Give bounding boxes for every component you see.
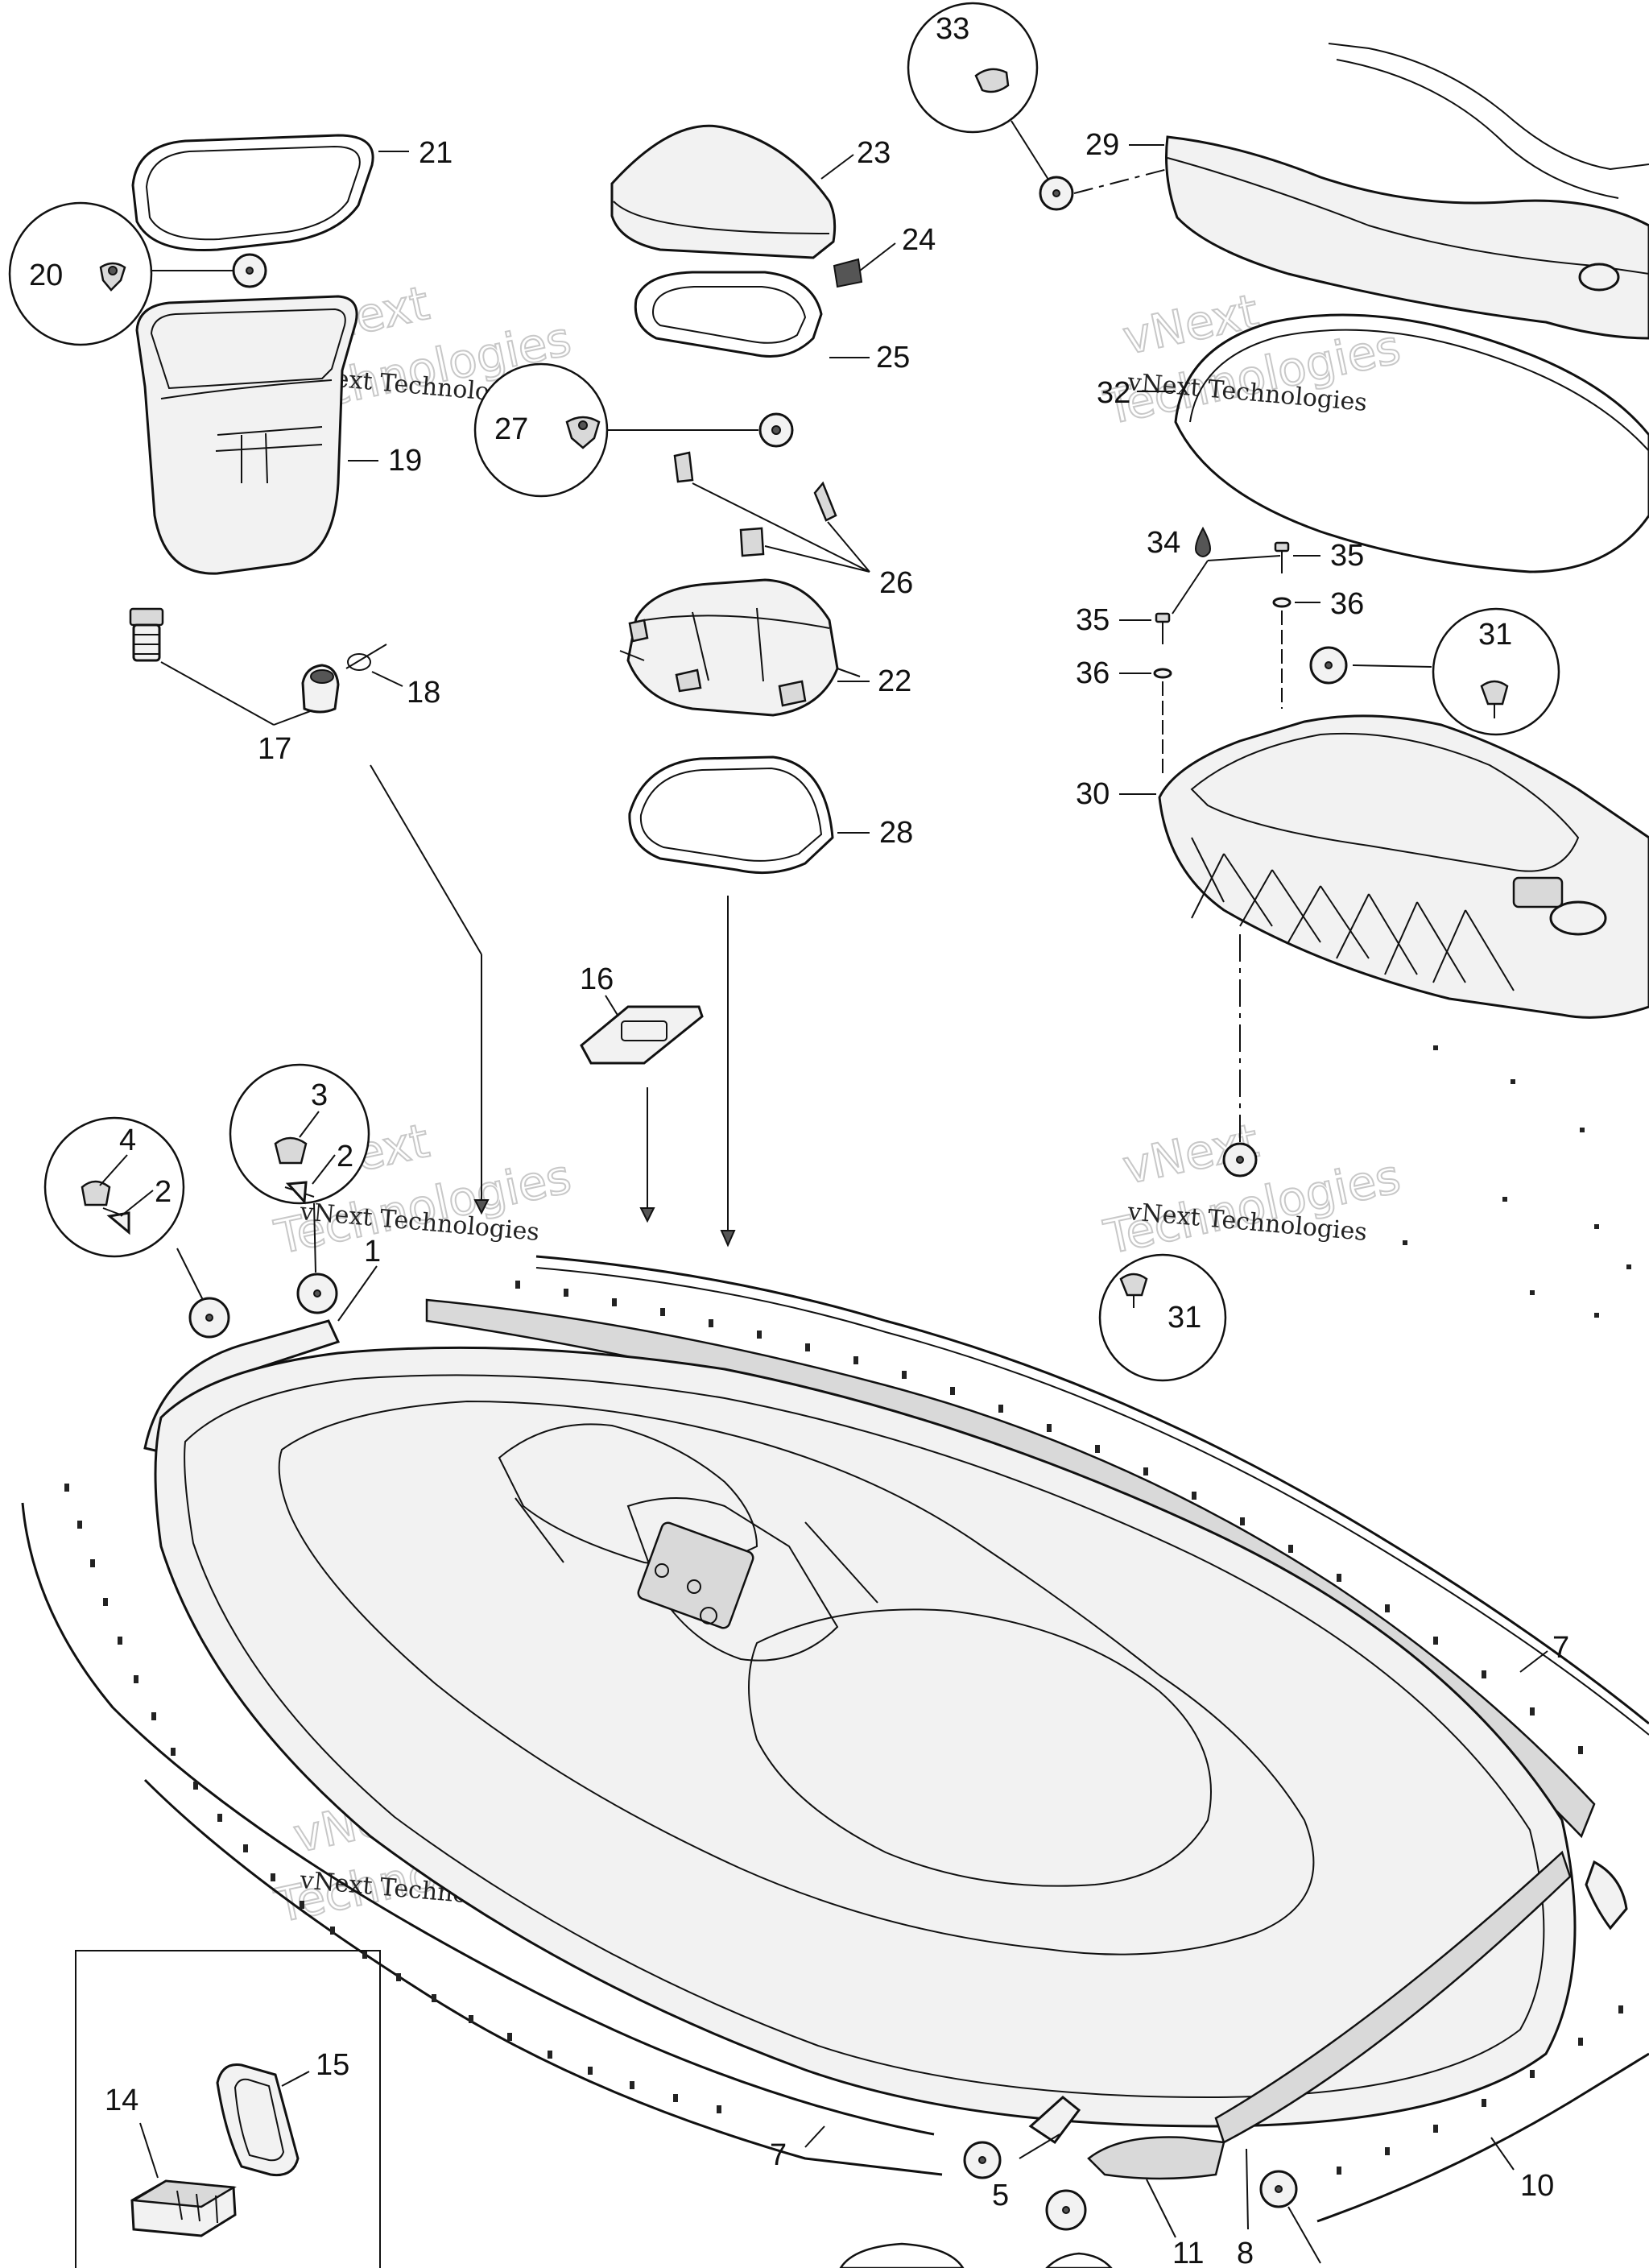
drop-icon [1195, 526, 1211, 557]
part-23-cover [610, 124, 837, 259]
part-32-seat-gasket [1174, 313, 1649, 573]
callout-14: 14 [105, 2084, 138, 2117]
part-17-drain-fitting [301, 664, 340, 714]
part-8-bumper-right-edge [1585, 1860, 1628, 1931]
callout-bubble-27 [473, 362, 609, 498]
part-30-seat-frame [1158, 714, 1649, 1019]
part-22-glove-box [619, 578, 861, 717]
callout-16: 16 [580, 962, 614, 996]
callout-bubble-31-bottom [1098, 1253, 1227, 1382]
part-14-connector [130, 2179, 237, 2237]
callout-19: 19 [388, 444, 422, 478]
callout-23: 23 [857, 136, 891, 170]
callout-18: 18 [407, 676, 440, 710]
inset-box [75, 1950, 381, 2268]
callout-2b: 2 [337, 1140, 353, 1173]
callout-32: 32 [1097, 376, 1130, 410]
callout-bubble-partial-left [839, 2242, 965, 2268]
callout-24: 24 [902, 223, 936, 257]
part-21-bin-gasket [131, 134, 374, 252]
part-10-side-rail-left [21, 1502, 935, 2136]
part-8-bumper-bottom [1214, 1850, 1572, 2144]
callout-4: 4 [119, 1124, 136, 1157]
callout-5: 5 [992, 2179, 1009, 2212]
part-35-screw-left [1155, 612, 1171, 644]
part-18-oring [347, 653, 371, 671]
part-10-side-rail-right [1316, 2052, 1649, 2223]
part-25-gasket [634, 271, 823, 358]
callout-36a: 36 [1076, 656, 1110, 690]
callout-21: 21 [419, 136, 453, 170]
callout-bubble-33 [907, 2, 1039, 134]
callout-31b: 31 [1168, 1301, 1201, 1335]
callout-15: 15 [316, 2048, 349, 2082]
callout-bubble-partial-mid [1045, 2252, 1113, 2268]
callout-34: 34 [1147, 526, 1180, 560]
callout-31a: 31 [1478, 618, 1512, 652]
callout-28: 28 [879, 816, 913, 850]
callout-bubble-4 [43, 1116, 185, 1258]
callout-22: 22 [878, 664, 911, 698]
part-26-clips [673, 451, 837, 557]
part-7-rub-rail-bottom [143, 1778, 943, 2176]
callout-3: 3 [311, 1078, 328, 1112]
callout-20: 20 [29, 259, 63, 292]
part-15-frame [216, 2063, 300, 2177]
part-19-storage-bin [135, 295, 358, 575]
hull-deck [154, 1346, 1577, 2128]
callout-30: 30 [1076, 777, 1110, 811]
callout-7b: 7 [1552, 1631, 1569, 1665]
callout-1: 1 [364, 1235, 381, 1269]
callout-26: 26 [879, 566, 913, 600]
callout-27: 27 [494, 412, 528, 446]
callout-29: 29 [1085, 128, 1119, 162]
callout-7a: 7 [770, 2138, 787, 2172]
fastener-dots [64, 1045, 1631, 2175]
part-29-seat-shell [1165, 43, 1649, 340]
callout-10: 10 [1520, 2169, 1554, 2203]
callout-2a: 2 [155, 1175, 172, 1209]
callout-33: 33 [936, 12, 969, 46]
part-28-gasket [628, 755, 834, 875]
callout-25: 25 [876, 341, 910, 375]
part-11-stern-cap [1087, 2136, 1225, 2180]
part-17-drain-plug [129, 607, 164, 662]
part-24-latch [833, 258, 863, 288]
part-5-corner [1028, 2096, 1081, 2145]
callout-8: 8 [1237, 2237, 1254, 2268]
callout-bubble-20 [8, 201, 153, 346]
part-7-rub-rail-top [535, 1255, 1649, 1736]
callout-17: 17 [258, 732, 291, 766]
callout-35b: 35 [1330, 539, 1364, 573]
callout-bubble-31-top [1432, 607, 1560, 736]
callout-11: 11 [1172, 2237, 1204, 2268]
callout-35a: 35 [1076, 603, 1110, 637]
part-16-plate [580, 1005, 704, 1065]
part-35-screw-right [1274, 541, 1290, 573]
callout-bubble-3 [229, 1063, 370, 1205]
callout-36b: 36 [1330, 587, 1364, 621]
